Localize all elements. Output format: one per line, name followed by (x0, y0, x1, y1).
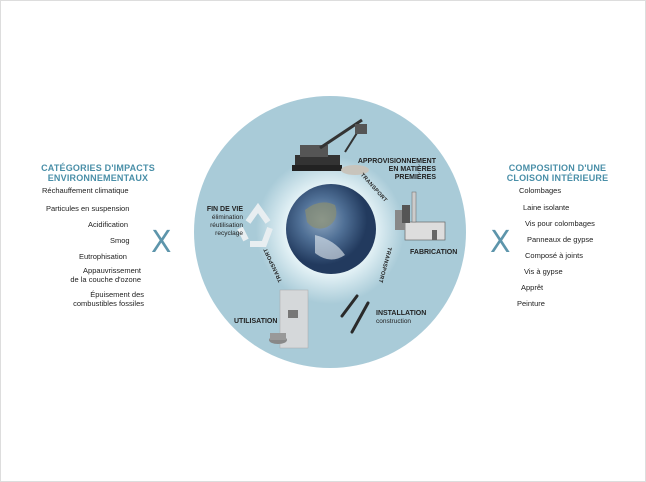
title-line: ENVIRONNEMENTAUX (47, 173, 149, 183)
impact-item: Smog (110, 236, 130, 245)
component-item: Vis pour colombages (525, 219, 595, 228)
recycle-icon (237, 202, 273, 247)
component-item: Laine isolante (523, 203, 570, 212)
excavator-icon (292, 118, 369, 175)
wall-icon (269, 289, 309, 349)
screws-icon (340, 294, 370, 334)
line: FIN DE VIE (206, 206, 243, 213)
component-item: Colombages (519, 186, 562, 195)
impact-item: Acidification (88, 220, 129, 229)
line: EN MATIÈRES (388, 166, 436, 173)
line: PREMIÈRES (394, 174, 436, 181)
title-line: CATÉGORIES D'IMPACTS (41, 163, 155, 173)
stage-fabrication: FABRICATION (410, 249, 458, 256)
component-item: Vis à gypse (524, 267, 563, 276)
multiply-symbol-left: X (151, 225, 172, 260)
impact-item: Eutrophisation (79, 252, 127, 261)
line: Épuisement des (90, 290, 144, 299)
impact-categories-title: CATÉGORIES D'IMPACTS ENVIRONNEMENTAUX (38, 163, 158, 183)
earth-icon (286, 184, 376, 274)
stage-raw-materials: APPROVISIONNEMENT EN MATIÈRES PREMIÈRES (356, 158, 446, 182)
impact-item: Particules en suspension (46, 204, 130, 213)
component-item: Composé à joints (525, 251, 583, 260)
line: réutilisation (210, 222, 243, 229)
line: construction (376, 318, 412, 325)
multiply-symbol-right: X (490, 225, 511, 260)
line: Appauvrissement (83, 266, 141, 275)
wall-composition-title: COMPOSITION D'UNE CLOISON INTÉRIEURE (505, 163, 610, 183)
line: APPROVISIONNEMENT (357, 158, 436, 165)
component-item: Panneaux de gypse (527, 235, 594, 244)
stage-utilisation: UTILISATION (234, 318, 278, 325)
title-line: COMPOSITION D'UNE (508, 163, 607, 173)
component-item: Apprêt (521, 283, 544, 292)
line: recyclage (215, 230, 243, 237)
title-line: CLOISON INTÉRIEURE (506, 173, 609, 183)
line: élimination (211, 214, 243, 221)
stage-end-of-life: FIN DE VIE élimination réutilisation rec… (195, 206, 243, 238)
component-item: Peinture (517, 299, 545, 308)
impact-item: Réchauffement climatique (42, 186, 129, 195)
line: INSTALLATION (376, 310, 427, 317)
line: combustibles fossiles (73, 299, 144, 308)
stage-installation: INSTALLATION construction (376, 310, 426, 326)
line: de la couche d'ozone (70, 275, 141, 284)
factory-icon (395, 191, 446, 241)
